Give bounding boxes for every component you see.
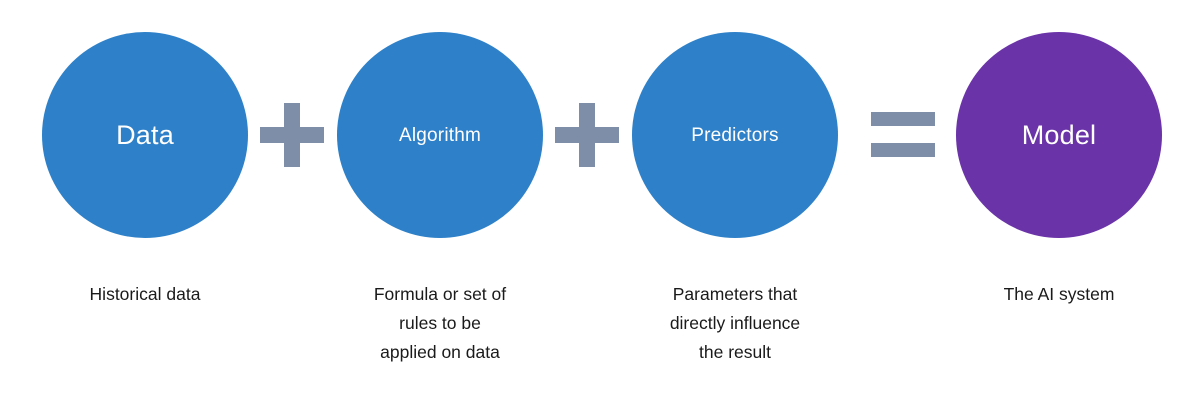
caption-model: The AI system: [1003, 284, 1115, 304]
caption-algorithm: Formula or set of rules to be applied on…: [373, 284, 507, 362]
caption-predictors: Parameters that directly influence the r…: [669, 284, 801, 362]
plus-icon-vertical-bar: [284, 103, 300, 167]
node-predictors-label: Predictors: [691, 124, 779, 146]
node-model[interactable]: Model: [956, 32, 1162, 238]
node-algorithm-label: Algorithm: [398, 124, 482, 146]
equals-icon-top-bar: [871, 112, 935, 126]
equals-icon-bottom-bar: [871, 143, 935, 157]
node-data-label: Data: [116, 119, 174, 150]
plus-icon: [260, 103, 324, 167]
caption-data: Historical data: [89, 284, 201, 304]
equals-icon: [871, 112, 935, 160]
node-model-label: Model: [1021, 119, 1097, 150]
node-predictors[interactable]: Predictors: [632, 32, 838, 238]
node-data[interactable]: Data: [42, 32, 248, 238]
node-algorithm[interactable]: Algorithm: [337, 32, 543, 238]
plus-icon-vertical-bar: [579, 103, 595, 167]
plus-icon: [555, 103, 619, 167]
